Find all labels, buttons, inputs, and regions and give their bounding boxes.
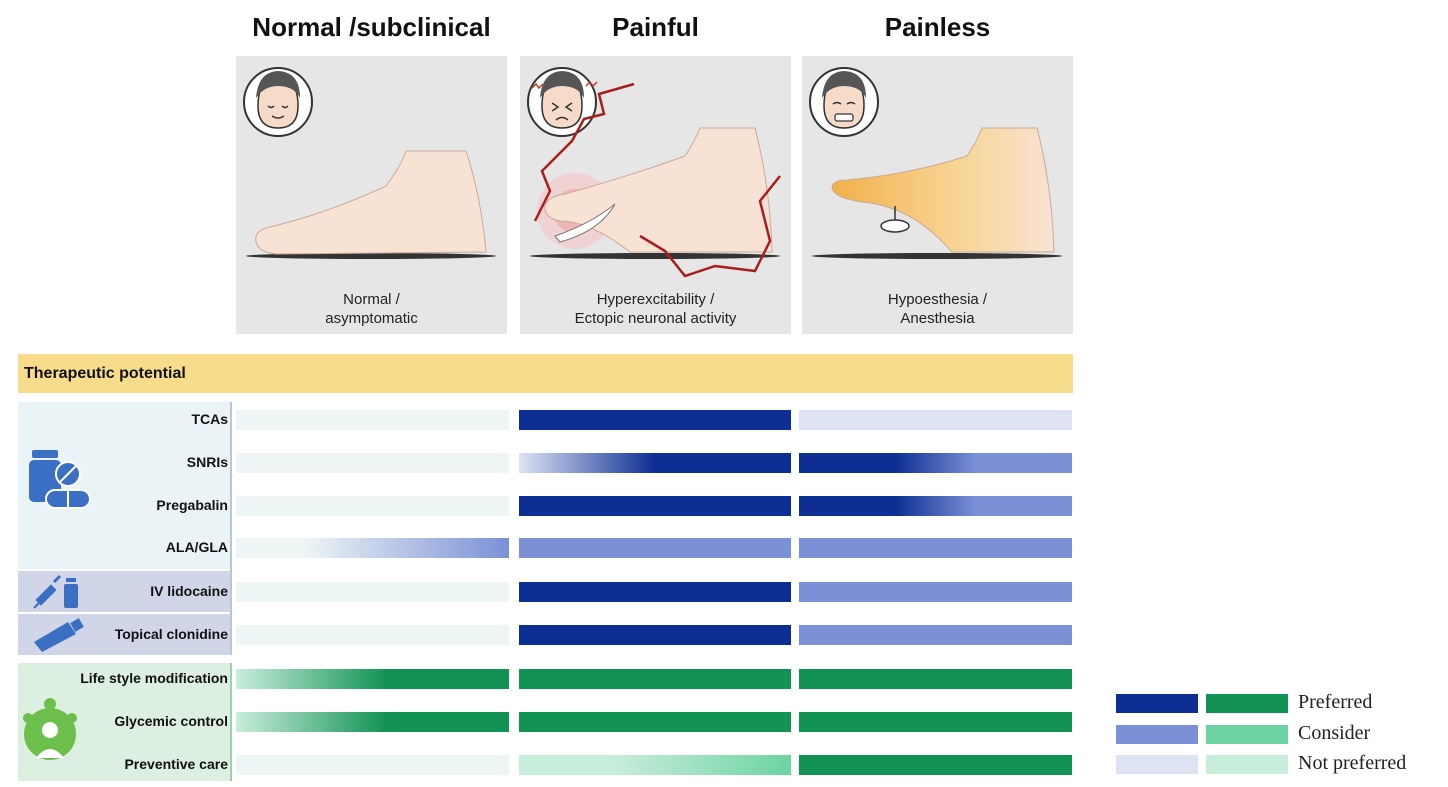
therapy-bar <box>236 669 509 689</box>
legend-label: Not preferred <box>1298 752 1407 774</box>
face-pain-icon <box>527 67 598 137</box>
therapy-bar <box>519 496 791 516</box>
row-label: Glycemic control <box>114 713 228 729</box>
therapy-bar <box>799 712 1072 732</box>
face-calm-icon <box>243 67 313 137</box>
column-title-painful: Painful <box>612 12 699 42</box>
therapy-bar <box>799 625 1072 645</box>
therapy-bar <box>519 712 791 732</box>
therapy-bar <box>799 453 1072 473</box>
column-title-normal: Normal /subclinical <box>252 12 491 42</box>
therapy-bar <box>236 453 509 473</box>
row-label: TCAs <box>191 411 228 427</box>
therapy-bar <box>799 410 1072 430</box>
column-title-painless: Painless <box>884 12 991 42</box>
therapy-bar <box>519 669 791 689</box>
therapy-bar <box>519 538 791 558</box>
therapy-bar <box>799 496 1072 516</box>
legend-swatch-green <box>1206 755 1288 774</box>
therapy-bar <box>519 410 791 430</box>
therapy-bar <box>519 582 791 602</box>
therapy-bar <box>236 625 509 645</box>
therapy-bar <box>799 582 1072 602</box>
panel-caption-painful: Hyperexcitability / Ectopic neuronal act… <box>574 291 737 327</box>
foot-illustration <box>812 127 1062 259</box>
ointment-tube-icon <box>34 618 84 652</box>
feather-icon <box>554 203 616 243</box>
row-label: Pregabalin <box>156 497 228 513</box>
therapy-bar <box>799 538 1072 558</box>
row-label: SNRIs <box>186 454 228 470</box>
legend-swatch-blue <box>1116 755 1198 774</box>
syringe-vial-icon <box>33 574 78 609</box>
therapeutic-potential-banner: Therapeutic potential <box>18 354 1073 393</box>
legend-swatch-green <box>1206 725 1288 744</box>
therapy-bar <box>236 496 509 516</box>
row-label: ALA/GLA <box>165 539 228 555</box>
panel-normal: Normal / asymptomatic <box>236 56 507 334</box>
legend-swatch-blue <box>1116 725 1198 744</box>
legend-swatch-green <box>1206 694 1288 713</box>
panel-caption-painless: Hypoesthesia / Anesthesia <box>887 291 988 327</box>
group-divider <box>230 402 232 655</box>
banner-label: Therapeutic potential <box>24 365 186 382</box>
therapy-bar <box>519 453 791 473</box>
therapy-bar <box>236 410 509 430</box>
foot-illustration <box>246 150 496 259</box>
therapy-bar <box>519 625 791 645</box>
row-label: Preventive care <box>124 756 228 772</box>
legend-swatch-blue <box>1116 694 1198 713</box>
row-label: IV lidocaine <box>150 583 228 599</box>
therapy-bar <box>236 538 509 558</box>
pill-bottle-icon <box>29 450 91 509</box>
face-numb-icon <box>809 67 879 137</box>
legend-label: Preferred <box>1298 691 1373 713</box>
therapy-bar <box>799 669 1072 689</box>
therapy-bar <box>799 755 1072 775</box>
row-label: Life style modification <box>80 670 228 686</box>
healthy-lifestyle-icon <box>23 698 77 760</box>
row-label: Topical clonidine <box>114 626 228 642</box>
therapy-bar <box>236 712 509 732</box>
therapy-bar <box>236 755 509 775</box>
panel-painful: Hyperexcitability / Ectopic neuronal act… <box>520 56 791 334</box>
group-divider <box>230 663 232 781</box>
pin-icon <box>880 206 910 233</box>
panel-painless: Hypoesthesia / Anesthesia <box>802 56 1073 334</box>
therapy-bar <box>519 755 791 775</box>
panel-caption-normal: Normal / asymptomatic <box>325 291 418 327</box>
therapy-bar <box>236 582 509 602</box>
legend-label: Consider <box>1298 722 1371 744</box>
